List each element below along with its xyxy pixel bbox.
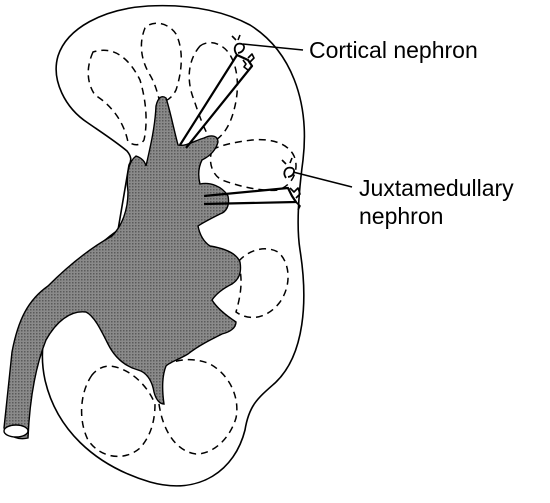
juxtamedullary-label-line2: nephron	[359, 203, 443, 229]
cortical-nephron-label: Cortical nephron	[309, 37, 478, 63]
renal-pelvis	[3, 96, 242, 440]
pyramid-top-middle	[140, 22, 182, 103]
ureter-end	[3, 424, 29, 438]
pyramid-bottom-left	[80, 365, 156, 458]
juxtamedullary-leader-line	[292, 171, 353, 188]
pyramid-top-left	[87, 49, 147, 146]
juxtamedullary-label-line1: Juxtamedullary	[359, 175, 514, 201]
pyramid-bottom-right	[157, 358, 238, 455]
pyramid-middle-right	[209, 138, 297, 192]
cortical-nephron	[179, 34, 255, 149]
pyramid-lower-right	[235, 248, 289, 319]
juxtamedullary-nephron	[203, 157, 301, 211]
pyramid-top-right	[188, 41, 239, 143]
medullary-pyramids	[80, 22, 297, 458]
cortical-leader-line	[242, 43, 304, 51]
